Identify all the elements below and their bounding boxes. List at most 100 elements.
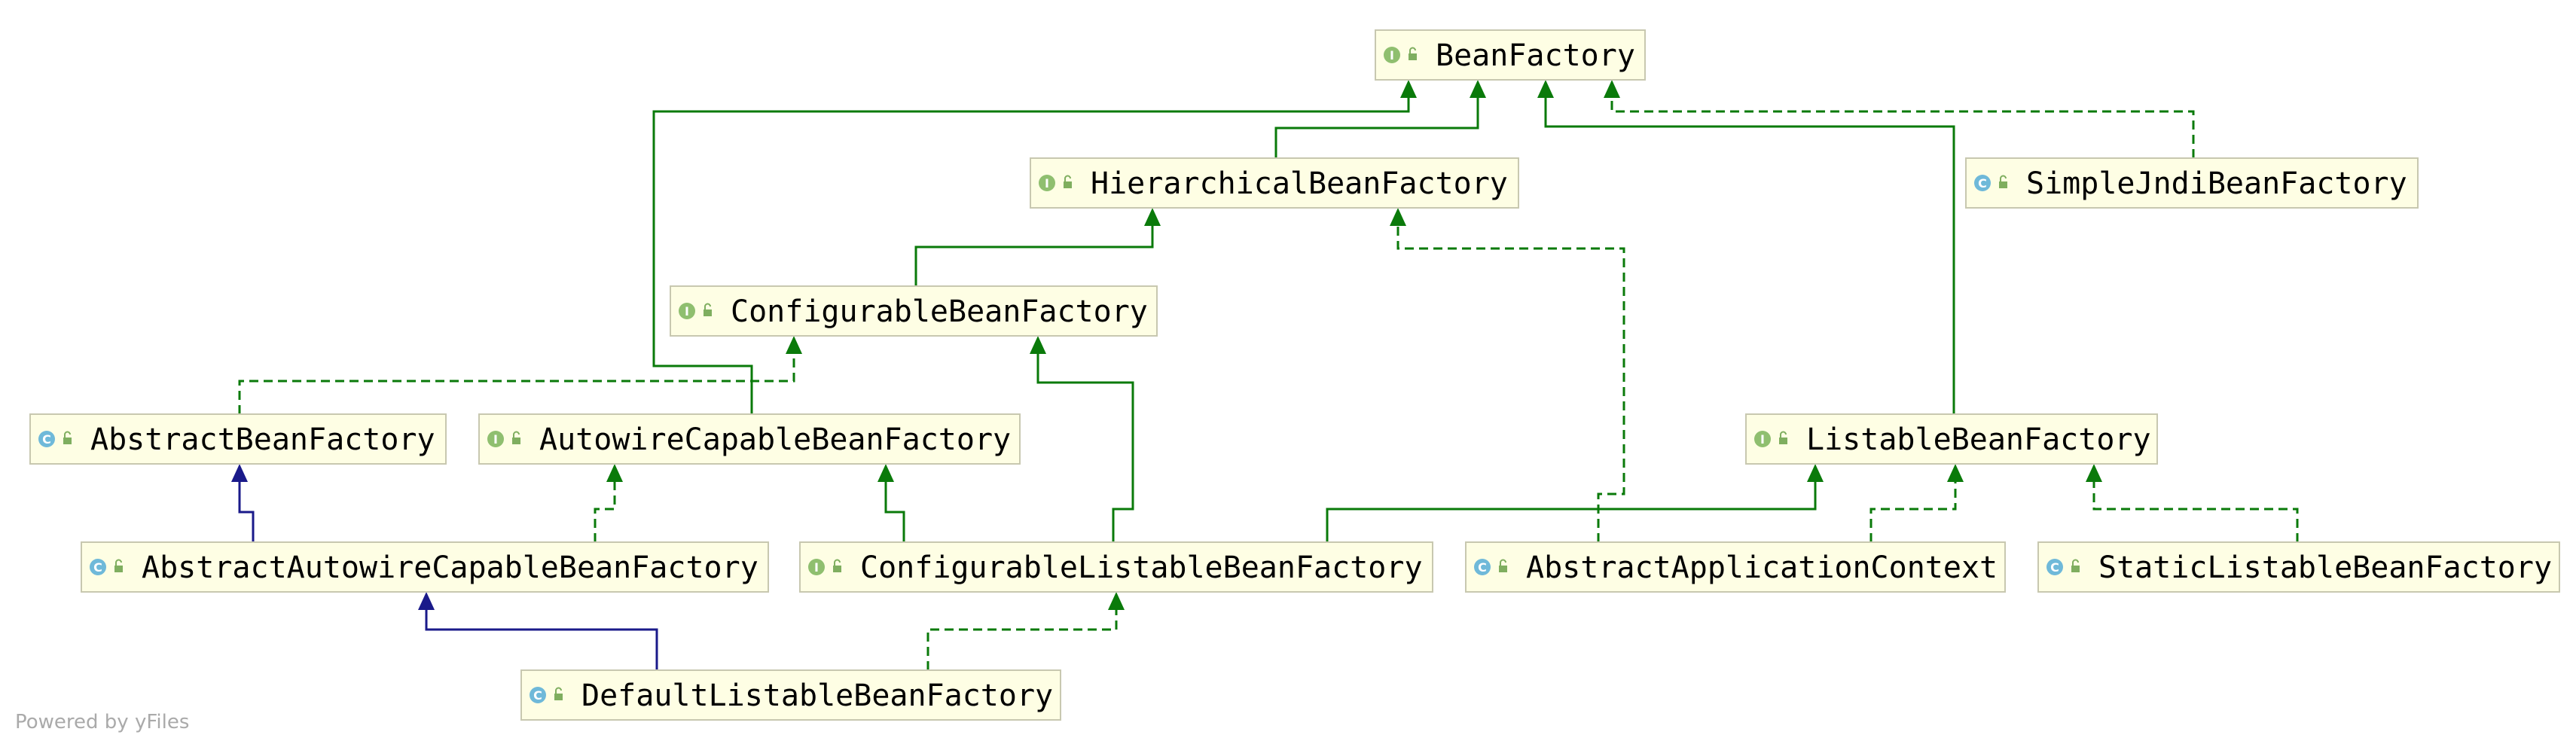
node-SimpleJndiBeanFactory[interactable]: C SimpleJndiBeanFactory (1965, 157, 2419, 209)
arrowhead-icon (1144, 208, 1161, 226)
edge-line (1396, 224, 1625, 542)
class-badge-icon (530, 687, 546, 703)
node-label: SimpleJndiBeanFactory (2026, 166, 2407, 201)
badge-letter: C (1978, 176, 1987, 191)
node-box (29, 413, 447, 465)
edge-line (914, 224, 1154, 286)
interface-badge-icon (679, 303, 695, 319)
edge-ConfigurableListableBeanFactory-to-ConfigurableBeanFactory (1030, 336, 1134, 542)
node-box (520, 669, 1061, 721)
node-DefaultListableBeanFactory[interactable]: C DefaultListableBeanFactory (520, 669, 1061, 721)
edge-line (926, 608, 1118, 670)
node-box (670, 285, 1158, 337)
edge-StaticListableBeanFactory-to-ListableBeanFactory (2086, 464, 2299, 542)
arrowhead-icon (1807, 464, 1824, 482)
arrowhead-icon (231, 464, 248, 482)
node-StaticListableBeanFactory[interactable]: C StaticListableBeanFactory (2037, 541, 2560, 593)
edge-line (2092, 480, 2299, 542)
arrowhead-icon (2086, 464, 2102, 482)
edge-line (1610, 96, 2195, 158)
node-AbstractBeanFactory[interactable]: C AbstractBeanFactory (29, 413, 447, 465)
node-box (1745, 413, 2158, 465)
public-lock-icon (512, 431, 520, 444)
edge-AbstractApplicationContext-to-ListableBeanFactory (1869, 464, 1964, 542)
badge-letter: C (2050, 560, 2059, 575)
edge-ConfigurableListableBeanFactory-to-ListableBeanFactory (1326, 464, 1824, 542)
node-ListableBeanFactory[interactable]: I ListableBeanFactory (1745, 413, 2158, 465)
node-ConfigurableListableBeanFactory[interactable]: I ConfigurableListableBeanFactory (799, 541, 1433, 593)
edge-AutowireCapableBeanFactory-to-BeanFactory (652, 80, 1417, 414)
edge-line (1326, 480, 1817, 542)
public-lock-icon (833, 559, 841, 572)
node-label: ConfigurableListableBeanFactory (860, 550, 1423, 585)
yfiles-watermark: Powered by yFiles (15, 711, 190, 733)
edge-ListableBeanFactory-to-BeanFactory (1537, 80, 1955, 414)
public-lock-icon (1779, 431, 1787, 444)
class-badge-icon (1474, 559, 1491, 575)
edge-ConfigurableListableBeanFactory-to-AutowireCapableBeanFactory (877, 464, 905, 542)
node-label: ConfigurableBeanFactory (731, 294, 1148, 329)
interface-badge-icon (1384, 47, 1400, 63)
edge-AbstractAutowireCapableBeanFactory-to-AutowireCapableBeanFactory (594, 464, 623, 542)
public-lock-icon (1409, 47, 1417, 60)
interface-badge-icon (1754, 431, 1771, 447)
badge-letter: C (1478, 560, 1487, 575)
node-box (2037, 541, 2560, 593)
edge-line (1036, 352, 1134, 542)
node-label: HierarchicalBeanFactory (1091, 166, 1508, 201)
public-lock-icon (114, 559, 123, 572)
node-label: ListableBeanFactory (1806, 422, 2151, 457)
class-badge-icon (38, 431, 55, 447)
interface-badge-icon (808, 559, 825, 575)
arrowhead-icon (418, 592, 435, 610)
node-box (799, 541, 1433, 593)
edges-layer (231, 80, 2299, 670)
interface-badge-icon (1039, 175, 1055, 191)
badge-letter: C (533, 688, 542, 703)
arrowhead-icon (606, 464, 623, 482)
badge-letter: I (493, 432, 498, 447)
edge-SimpleJndiBeanFactory-to-BeanFactory (1604, 80, 2195, 158)
badge-letter: C (42, 432, 51, 447)
node-box (1375, 29, 1646, 81)
edge-line (1544, 96, 1955, 414)
arrowhead-icon (1470, 80, 1486, 98)
node-label: AbstractApplicationContext (1526, 550, 1998, 585)
edge-line (652, 96, 1410, 414)
badge-letter: I (1760, 432, 1765, 447)
node-box (1965, 157, 2419, 209)
public-lock-icon (1064, 175, 1072, 188)
edge-AbstractApplicationContext-to-HierarchicalBeanFactory (1390, 208, 1625, 542)
arrowhead-icon (1400, 80, 1417, 98)
node-box (1030, 157, 1519, 209)
edge-line (884, 480, 905, 542)
node-label: StaticListableBeanFactory (2098, 550, 2552, 585)
arrowhead-icon (1537, 80, 1554, 98)
public-lock-icon (2071, 559, 2080, 572)
arrowhead-icon (1947, 464, 1964, 482)
edge-line (1869, 480, 1957, 542)
node-box (81, 541, 769, 593)
badge-letter: I (1390, 48, 1394, 63)
node-AbstractApplicationContext[interactable]: C AbstractApplicationContext (1465, 541, 2006, 593)
edge-line (238, 480, 255, 542)
arrowhead-icon (1030, 336, 1046, 354)
node-label: DefaultListableBeanFactory (581, 678, 1053, 713)
node-box (478, 413, 1021, 465)
edge-line (1274, 96, 1479, 158)
edge-DefaultListableBeanFactory-to-AbstractAutowireCapableBeanFactory (418, 592, 658, 670)
interface-badge-icon (487, 431, 504, 447)
edge-AbstractAutowireCapableBeanFactory-to-AbstractBeanFactory (231, 464, 255, 542)
arrowhead-icon (786, 336, 802, 354)
badge-letter: I (814, 560, 819, 575)
edge-AbstractBeanFactory-to-ConfigurableBeanFactory (238, 336, 802, 414)
arrowhead-icon (1108, 592, 1125, 610)
node-label: AbstractBeanFactory (90, 422, 435, 457)
